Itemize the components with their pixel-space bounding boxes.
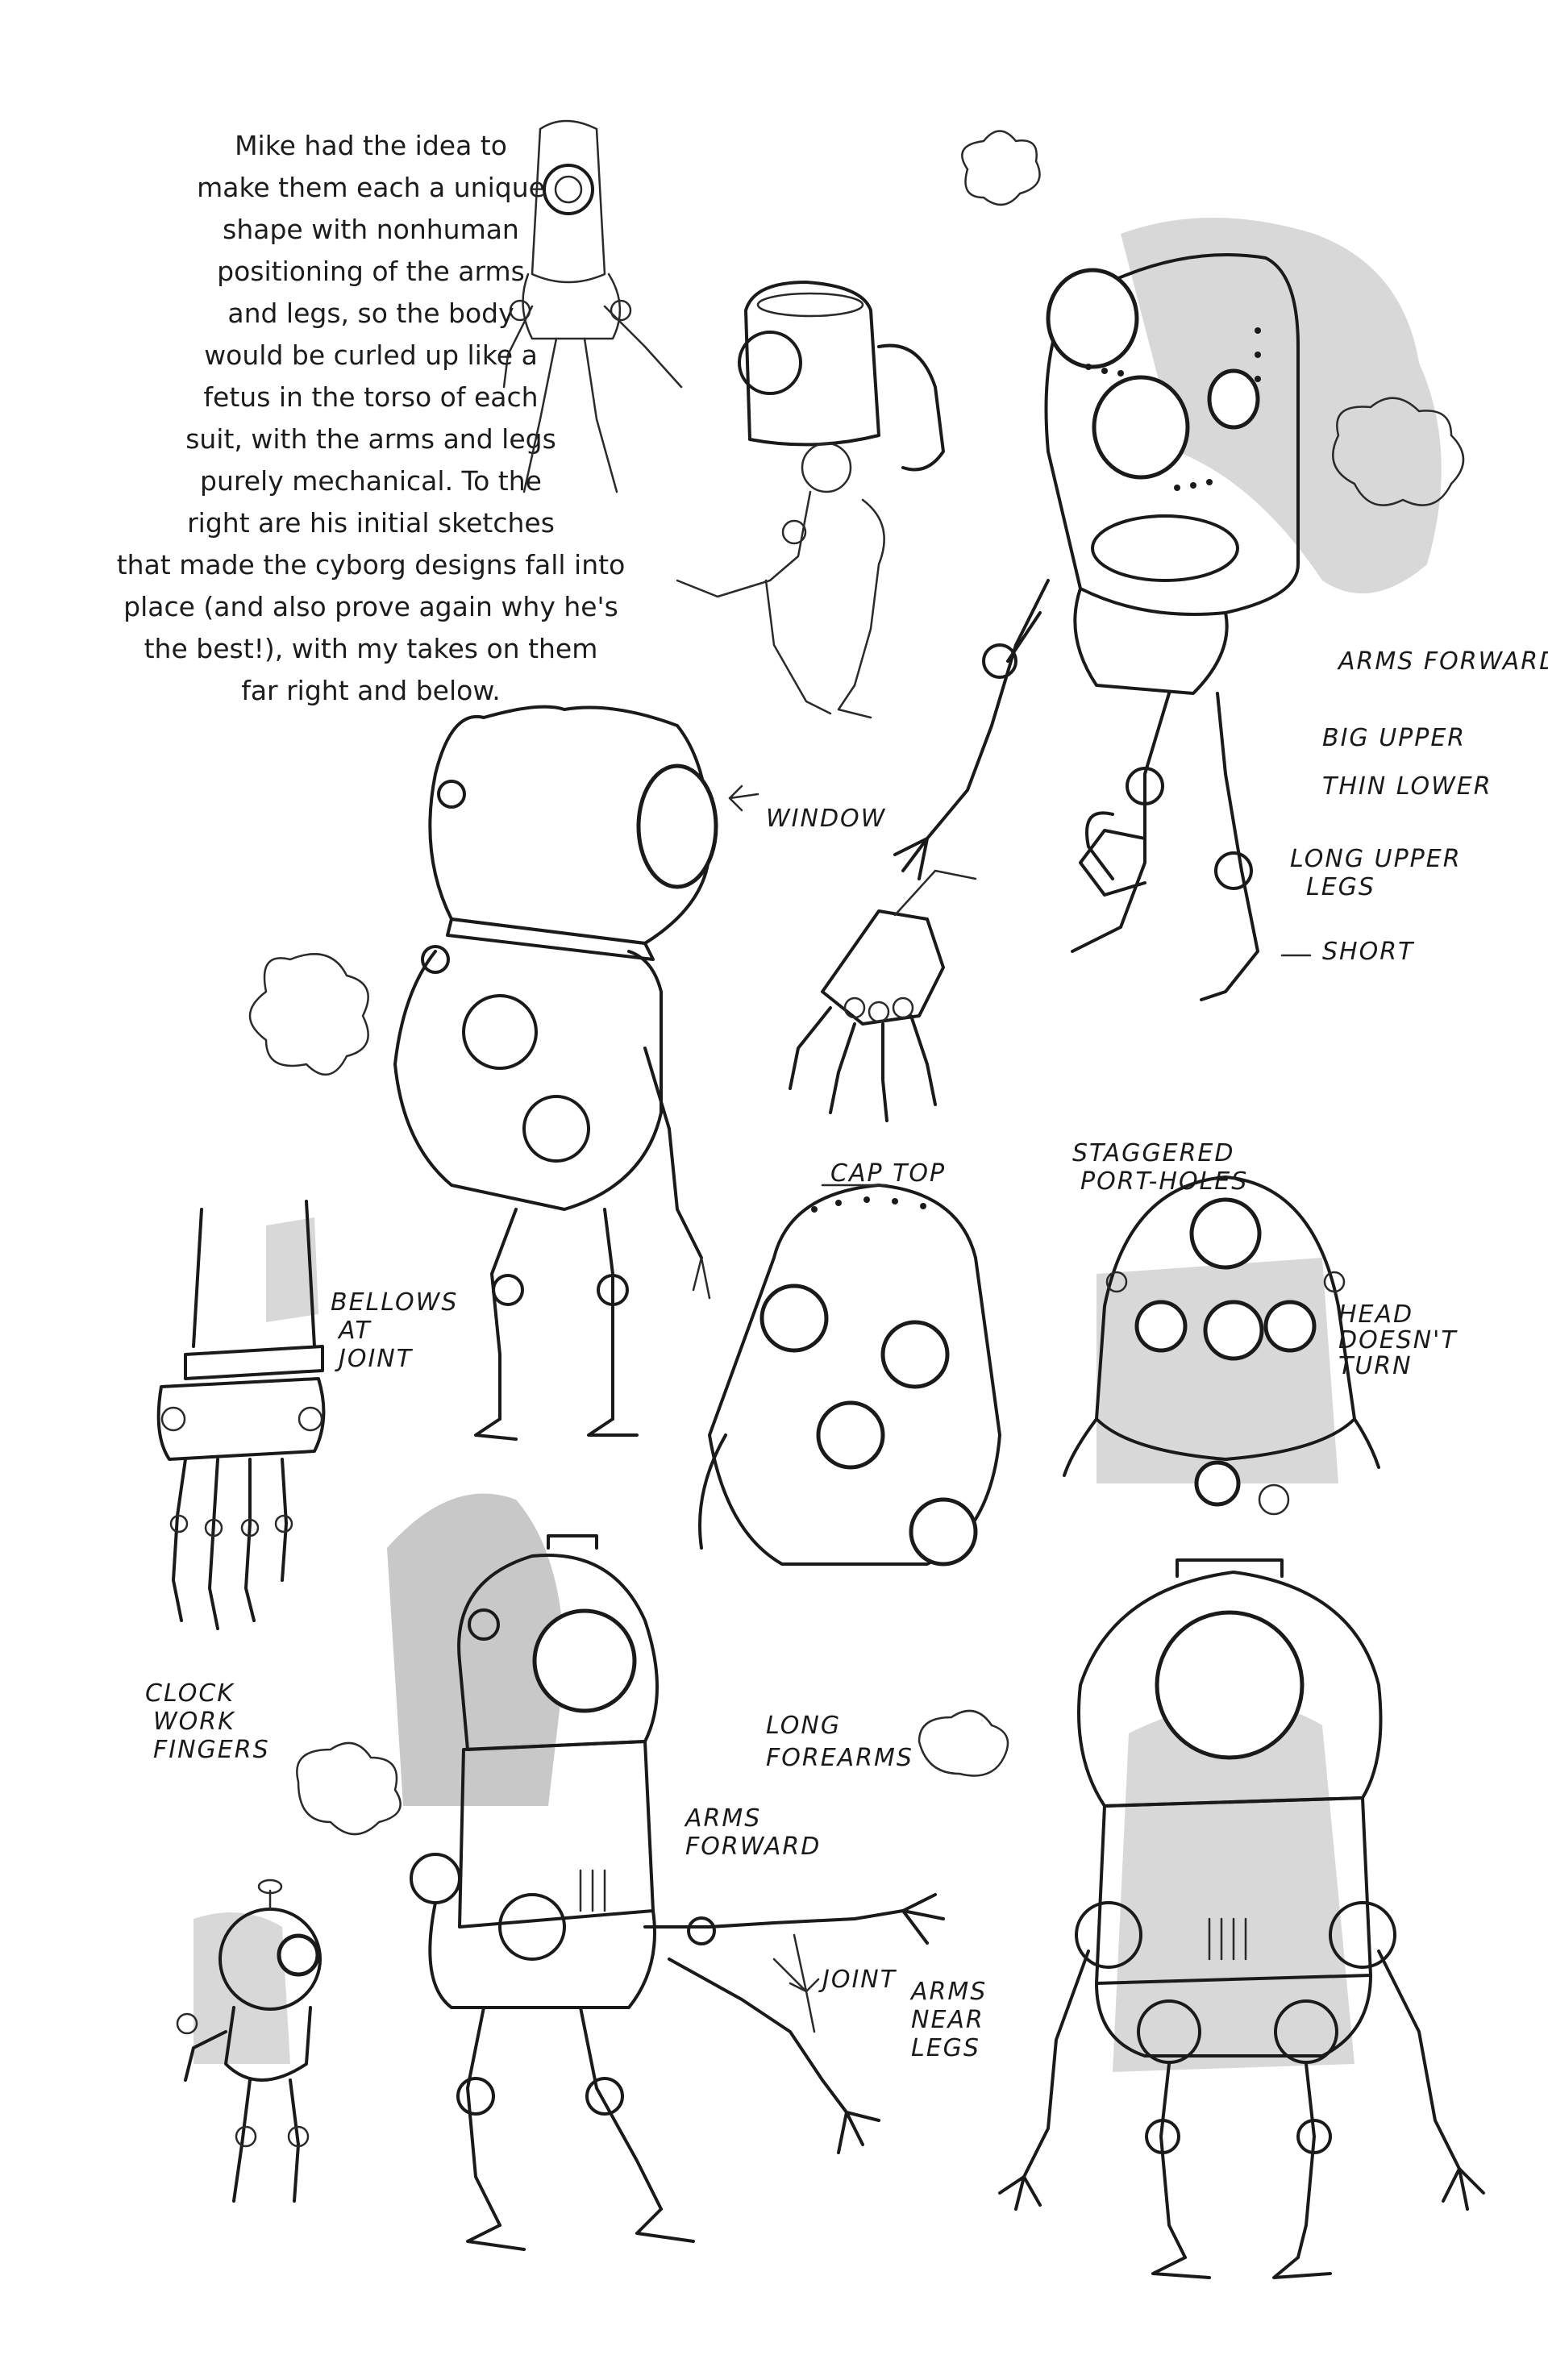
note-fingers: FINGERS [153,1736,270,1764]
intro-line: Mike had the idea to [235,130,507,161]
intro-line: fetus in the torso of each [203,381,539,413]
intro-line: positioning of the arms [217,256,525,287]
intro-line: purely mechanical. To the [200,465,542,497]
cloud-doodle [248,130,1465,1836]
robot-head-cap-top [698,1184,1001,1567]
note-long-upper: LONG UPPER [1290,845,1462,873]
note-arms-forward: ARMS FORWARD [1337,647,1548,676]
note-forward: FORWARD [685,1833,821,1861]
note-arms-2: ARMS [909,1978,987,2006]
note-window: WINDOW [766,805,886,833]
robot-head-staggered-portholes [1063,1175,1380,1516]
robot-sketch-front-arms-near-legs [998,1558,1485,2279]
robot-sketch-box-torso [676,281,945,719]
robot-sketch-small [176,1879,322,2203]
note-work: WORK [153,1708,235,1736]
intro-line: and legs, so the body [227,298,514,329]
note-short: SHORT [1322,938,1415,966]
note-legs: LEGS [1306,873,1375,901]
note-forearms: FOREARMS [766,1744,913,1772]
note-legs-2: LEGS [911,2034,980,2062]
note-long: LONG [766,1712,841,1740]
note-staggered: STAGGERED [1072,1139,1235,1167]
note-at: AT [337,1317,372,1345]
robot-sketch-tall-capsule [502,119,683,493]
robot-sketch-riveted-pod [893,218,1442,1001]
intro-line: make them each a unique [197,172,545,203]
bellows-arm-clockwork-fingers [156,1200,326,1630]
intro-line: the best!), with my takes on them [144,633,598,664]
intro-line: shape with nonhuman [223,214,519,245]
robot-sketch-front-arms-forward [387,1493,945,2251]
joint-pointer [789,1933,820,1993]
rivet-row [1085,327,1261,491]
intro-line: right are his initial sketches [187,507,555,539]
robot-sketch-window-dome [393,705,759,1441]
mechanical-hand-sketch [789,869,977,1122]
note-portholes: PORT-HOLES [1080,1167,1248,1196]
intro-line: place (and also prove again why he's [123,591,618,622]
note-thin-lower: THIN LOWER [1322,772,1492,801]
note-turn: TURN [1338,1352,1413,1380]
note-clock: CLOCK [145,1679,235,1708]
note-doesnt: DOESN'T [1338,1326,1458,1354]
note-bellows: BELLOWS [331,1288,458,1317]
note-big-upper: BIG UPPER [1322,724,1466,752]
intro-line: would be curled up like a [204,339,538,371]
note-near: NEAR [911,2006,984,2034]
note-arms: ARMS [684,1804,761,1833]
intro-paragraph: Mike had the idea to make them each a un… [113,125,629,712]
intro-line: that made the cyborg designs fall into [116,549,626,580]
note-joint-arrow: JOINT [818,1966,897,1994]
note-joint: JOINT [335,1345,414,1373]
intro-line: suit, with the arms and legs [185,423,556,455]
note-cap-top: CAP TOP [830,1159,946,1188]
intro-line: far right and below. [241,675,501,706]
note-head: HEAD [1338,1300,1413,1329]
